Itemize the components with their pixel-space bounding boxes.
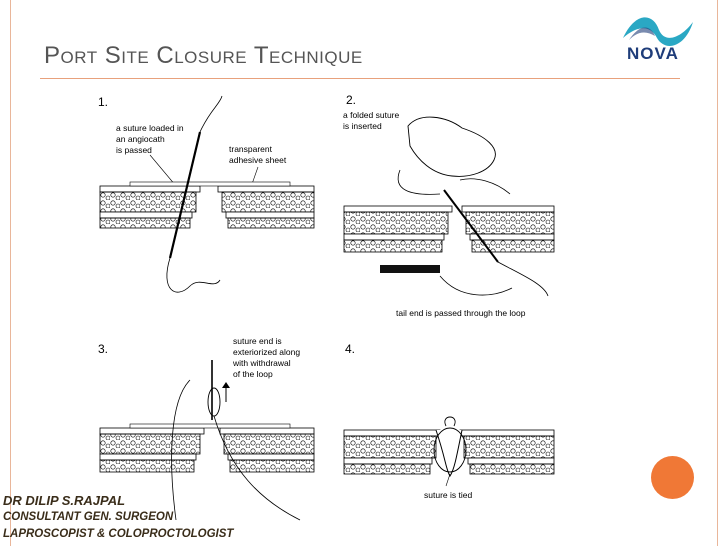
- author-credits: DR DILIP S.RAJPAL CONSULTANT GEN. SURGEO…: [3, 492, 233, 543]
- step-2-label-line2: is inserted: [343, 121, 382, 131]
- step-2-number: 2.: [346, 93, 356, 107]
- step-1-sheet-label-line2: adhesive sheet: [229, 155, 287, 165]
- step-3-number: 3.: [98, 342, 108, 356]
- author-title-line1: CONSULTANT GEN. SURGEON: [3, 511, 174, 523]
- step-2-bottom-label: tail end is passed through the loop: [396, 308, 526, 318]
- logo-wordmark: NOVA: [627, 44, 679, 63]
- step-3-label-line4: of the loop: [233, 369, 273, 379]
- step-3-diagram: 3. suture end is exteriorized along with…: [98, 336, 315, 521]
- step-1-number: 1.: [98, 95, 108, 109]
- step-3-label-line2: exteriorized along: [233, 347, 300, 357]
- author-title-line2: LAPROSCOPIST & COLOPROCTOLOGIST: [3, 528, 234, 540]
- step-4-label: suture is tied: [424, 490, 472, 500]
- step-1-label-line1: a suture loaded in: [116, 123, 184, 133]
- step-1-label-line3: is passed: [116, 145, 152, 155]
- nova-logo: [623, 17, 693, 46]
- step-4-number: 4.: [345, 342, 355, 356]
- slide-title: Port Site Closure Technique: [44, 42, 363, 69]
- step-3-label-line1: suture end is: [233, 336, 282, 346]
- frame-line-left: [10, 0, 11, 546]
- step-2-label-line1: a folded suture: [343, 110, 400, 120]
- accent-circle: [651, 456, 694, 499]
- step-3-label-line3: with withdrawal: [232, 358, 291, 368]
- frame-line-right: [717, 0, 718, 546]
- step-1-sheet-label-line1: transparent: [229, 144, 273, 154]
- title-divider: [40, 78, 680, 79]
- author-name: DR DILIP S.RAJPAL: [3, 493, 126, 508]
- step-1-label-line2: an angiocath: [116, 134, 165, 144]
- step-2-diagram: 2. a folded suture is inserted tail end …: [343, 93, 555, 318]
- step-4-diagram: 4. suture is tied: [343, 342, 555, 500]
- step-1-diagram: 1. a suture loaded in an angiocath is pa…: [98, 95, 315, 293]
